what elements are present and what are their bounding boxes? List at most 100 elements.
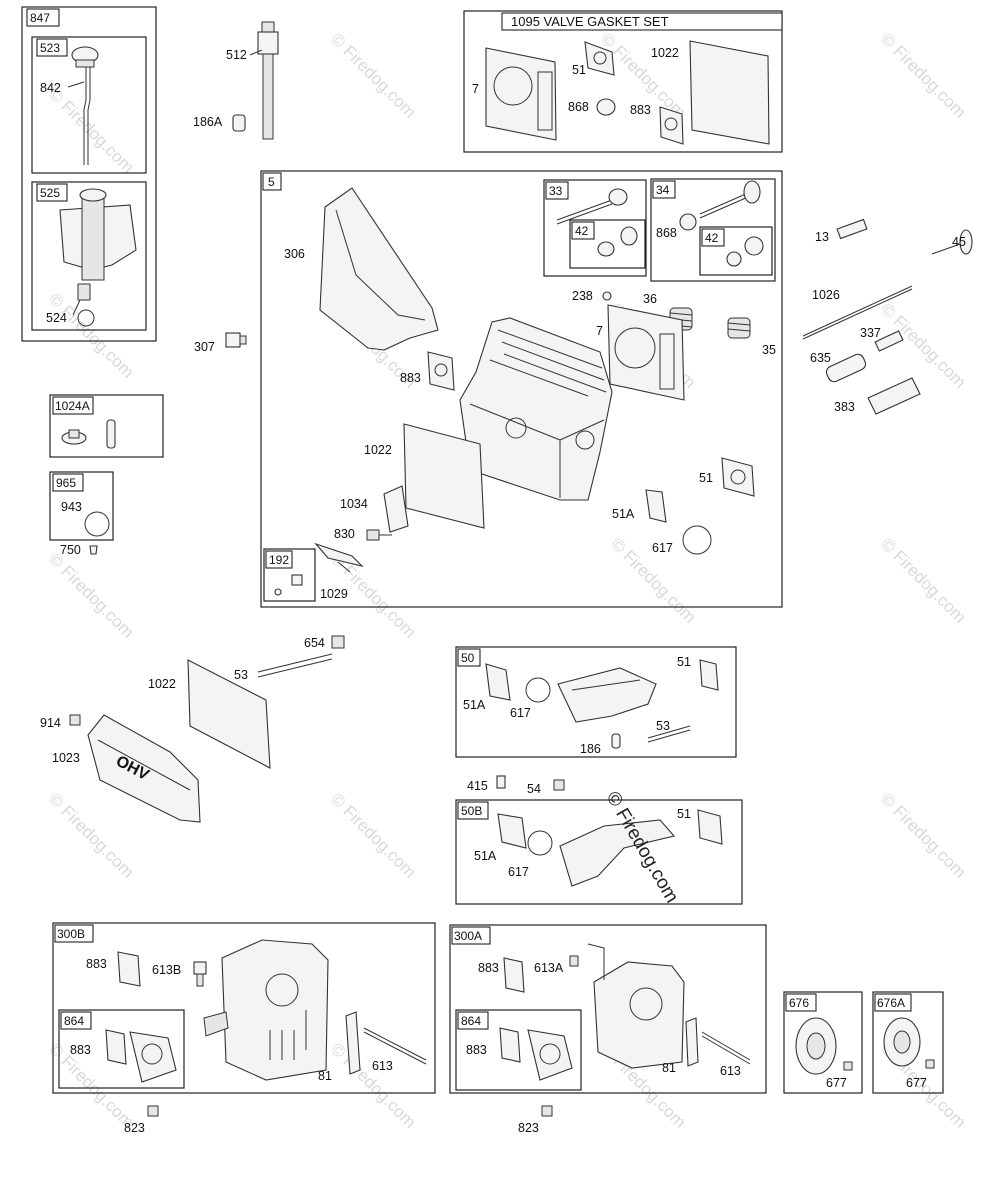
group-tag: 300B [57, 927, 85, 941]
part-label: 677 [906, 1076, 927, 1090]
part-label: 883 [70, 1043, 91, 1057]
group-1095-valve-gasket-set: 1095 VALVE GASKET SET 7 51 868 883 1022 [463, 10, 783, 153]
watermark: © Firedog.com [45, 789, 137, 881]
group-tag: 847 [30, 11, 50, 25]
kit-title: 1095 VALVE GASKET SET [511, 14, 669, 29]
rocker-parts: 13 45 1026 337 635 383 [802, 218, 973, 415]
part-label: 1026 [812, 288, 840, 302]
watermark: © Firedog.com [45, 549, 137, 641]
part-label: 883 [466, 1043, 487, 1057]
valve-cover: 654 53 1022 OHV 914 1023 [40, 635, 345, 823]
part-label: 81 [318, 1069, 332, 1083]
part-label: 51 [677, 655, 691, 669]
watermark: © Firedog.com [45, 84, 137, 176]
part-label: 883 [86, 957, 107, 971]
part-label: 36 [643, 292, 657, 306]
watermark: © Firedog.com [877, 789, 969, 881]
part-label: 830 [334, 527, 355, 541]
part-label: 51A [463, 698, 486, 712]
part-label: 883 [630, 103, 651, 117]
part-label: 617 [508, 865, 529, 879]
part-label: 613 [720, 1064, 741, 1078]
group-5-cylinder-head: 5 306 33 42 34 868 42 238 [260, 170, 783, 608]
part-label: 1029 [320, 587, 348, 601]
part-label: 51A [474, 849, 497, 863]
group-tag: 676A [877, 996, 905, 1010]
group-tag: 50 [461, 651, 475, 665]
part-label: 7 [596, 324, 603, 338]
part-label: 51 [677, 807, 691, 821]
group-tag: 192 [269, 553, 289, 567]
group-tag: 34 [656, 183, 670, 197]
part-label: 823 [518, 1121, 539, 1135]
group-50: 50 51A 617 51 53 186 [455, 646, 737, 758]
group-tag: 864 [461, 1014, 481, 1028]
part-label: 1022 [148, 677, 176, 691]
part-label: 613 [372, 1059, 393, 1073]
part-label: 53 [234, 668, 248, 682]
group-676A: 676A 677 [872, 991, 944, 1094]
part-label: 677 [826, 1076, 847, 1090]
part-label: 337 [860, 326, 881, 340]
part-label: 613B [152, 963, 181, 977]
group-300A: 300A 883 613A 81 613 864 883 823 [449, 924, 767, 1135]
part-label: 750 [60, 543, 81, 557]
part-label: 654 [304, 636, 325, 650]
part-label: 868 [568, 100, 589, 114]
group-tag: 33 [549, 184, 563, 198]
part-label: 35 [762, 343, 776, 357]
part-label: 943 [61, 500, 82, 514]
part-label: 868 [656, 226, 677, 240]
part-label: 617 [510, 706, 531, 720]
watermark: © Firedog.com [45, 289, 137, 381]
group-tag: 864 [64, 1014, 84, 1028]
part-label: 238 [572, 289, 593, 303]
part-label: 512 [226, 48, 247, 62]
breather-tube: 512 186A 307 [193, 21, 279, 354]
part-label: 307 [194, 340, 215, 354]
part-label: 883 [478, 961, 499, 975]
part-label: 13 [815, 230, 829, 244]
part-label: 524 [46, 311, 67, 325]
part-label: 54 [527, 782, 541, 796]
group-tag: 5 [268, 175, 275, 189]
part-label: 306 [284, 247, 305, 261]
part-label: 7 [472, 82, 479, 96]
group-50B: 50B 51A 617 51 [455, 799, 743, 905]
group-tag: 42 [575, 224, 589, 238]
group-676: 676 677 [783, 991, 863, 1094]
watermark: © Firedog.com [327, 789, 419, 881]
part-label: 186 [580, 742, 601, 756]
part-label: 186A [193, 115, 223, 129]
group-tag: 965 [56, 476, 76, 490]
group-tag: 300A [454, 929, 482, 943]
watermark: © Firedog.com [877, 29, 969, 121]
group-300B: 300B 883 613B 81 613 864 883 823 [52, 922, 436, 1135]
fasteners-415-54: 415 54 [467, 775, 565, 796]
group-tag: 676 [789, 996, 809, 1010]
part-label: 613A [534, 961, 564, 975]
watermark: © Firedog.com [877, 534, 969, 626]
part-label: 383 [834, 400, 855, 414]
part-label: 1022 [651, 46, 679, 60]
part-label: 617 [652, 541, 673, 555]
part-label: 51 [572, 63, 586, 77]
part-label: 45 [952, 235, 966, 249]
group-847: 847 523 842 525 524 [21, 6, 157, 342]
watermark: © Firedog.com [327, 29, 419, 121]
group-tag: 523 [40, 41, 60, 55]
part-label: 635 [810, 351, 831, 365]
part-label: 1023 [52, 751, 80, 765]
group-tag: 525 [40, 186, 60, 200]
group-1024A: 1024A [49, 394, 164, 458]
part-label: 914 [40, 716, 61, 730]
group-tag: 1024A [55, 399, 90, 413]
part-label: 53 [656, 719, 670, 733]
group-tag: 50B [461, 804, 482, 818]
group-tag: 42 [705, 231, 719, 245]
part-label: 1022 [364, 443, 392, 457]
part-label: 51 [699, 471, 713, 485]
part-label: 1034 [340, 497, 368, 511]
part-label: 51A [612, 507, 635, 521]
